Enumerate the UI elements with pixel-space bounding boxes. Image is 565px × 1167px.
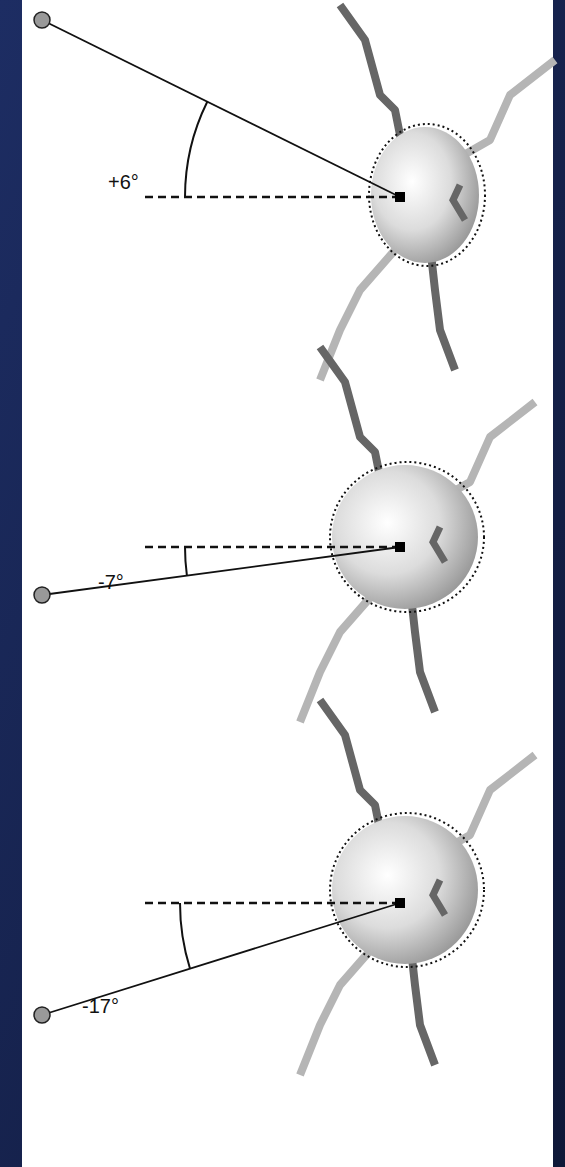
reference-line [145, 902, 400, 905]
centre-marker [395, 898, 405, 908]
angle-arc [185, 102, 207, 197]
angle-label: -7° [98, 572, 124, 592]
figure-panel [22, 0, 553, 1167]
fibre [433, 880, 445, 915]
reference-line [145, 546, 400, 549]
reference-line [145, 196, 400, 199]
source-dot [34, 1007, 50, 1023]
dotted-outline [369, 124, 485, 266]
hair-cell-figure [34, 347, 535, 722]
angle-label: +6° [108, 172, 139, 192]
sight-line [42, 903, 400, 1015]
sight-line [42, 20, 400, 197]
hair-cell-figure [34, 5, 555, 380]
angle-arc [180, 903, 190, 969]
angle-arc [185, 547, 187, 576]
source-dot [34, 12, 50, 28]
cell-body [332, 816, 478, 964]
angle-label: -17° [82, 996, 119, 1016]
fibre [453, 185, 465, 220]
cell-body [371, 127, 479, 263]
hair-cell-figure [34, 700, 535, 1075]
source-dot [34, 587, 50, 603]
dotted-outline [330, 462, 484, 612]
dotted-outline [330, 813, 484, 967]
sight-line [42, 547, 400, 595]
centre-marker [395, 192, 405, 202]
centre-marker [395, 542, 405, 552]
cell-body [332, 465, 478, 609]
fibre [433, 527, 445, 562]
